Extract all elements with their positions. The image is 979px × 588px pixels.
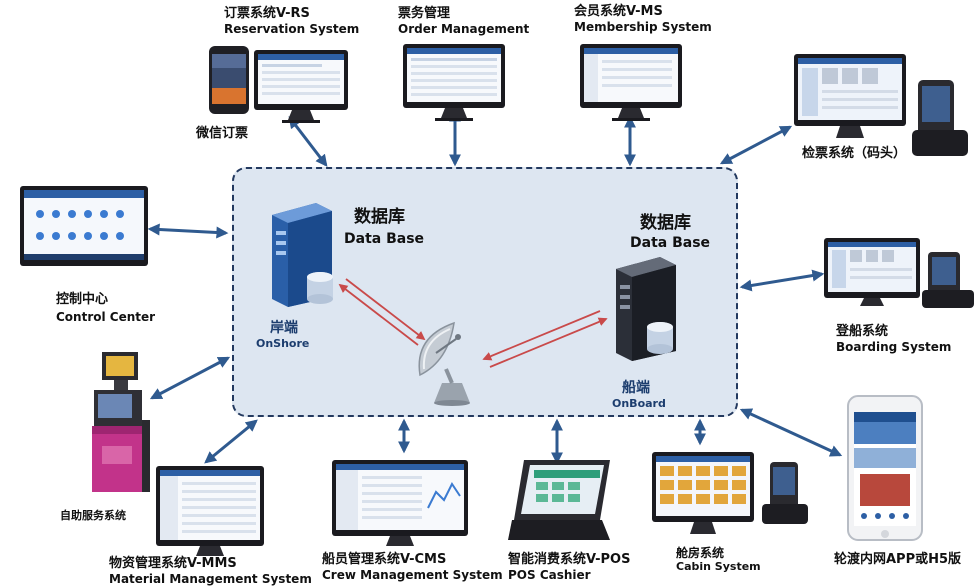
pos-terminal-icon xyxy=(508,460,610,540)
self-service-label: 自助服务系统 xyxy=(60,509,126,522)
order-label-cn: 票务管理 xyxy=(398,6,451,21)
monitor-ticket-check-icon xyxy=(794,54,906,138)
link-reservation xyxy=(288,116,328,167)
mms-label-cn: 物资管理系统V-MMS xyxy=(109,556,237,571)
satellite-dish-icon xyxy=(418,321,470,406)
pos-label-cn: 智能消费系统V-POS xyxy=(508,552,631,567)
app-label: 轮渡内网APP或H5版 xyxy=(834,552,962,567)
kiosk-icon xyxy=(92,352,150,492)
cms-label-en: Crew Management System xyxy=(322,568,503,582)
onshore-label-cn: 岸端 xyxy=(270,320,298,336)
monitor-boarding-icon xyxy=(824,238,920,306)
phone-device-icon xyxy=(209,46,249,114)
mobile-app-icon xyxy=(847,395,923,541)
onshore-db-title-cn: 数据库 xyxy=(354,207,405,227)
pos-label-en: POS Cashier xyxy=(508,568,591,582)
monitor-cms-icon xyxy=(332,460,468,546)
link-mms xyxy=(204,419,258,464)
onshore-label-en: OnShore xyxy=(256,337,310,350)
handheld-cabin-icon xyxy=(762,462,808,524)
control-label-en: Control Center xyxy=(56,310,156,324)
mms-label-en: Material Management System xyxy=(109,572,312,586)
onshore-db-title-en: Data Base xyxy=(344,231,425,247)
monitor-membership-icon xyxy=(580,44,682,121)
database-hub: 数据库 Data Base 岸端 OnShore 数据库 Data Base 船… xyxy=(232,167,738,417)
link-app xyxy=(739,408,843,457)
handheld-terminal-icon xyxy=(912,80,968,156)
order-label-en: Order Management xyxy=(398,22,530,36)
wechat-label: 微信订票 xyxy=(196,126,249,141)
cabin-label-cn: 舱房系统 xyxy=(676,546,725,560)
boarding-label-cn: 登船系统 xyxy=(836,324,889,339)
cabin-label-en: Cabin System xyxy=(676,560,761,573)
signal-link-icon xyxy=(338,278,608,368)
handheld-boarding-icon xyxy=(922,252,974,308)
membership-label-en: Membership System xyxy=(574,20,712,34)
cms-label-cn: 船员管理系统V-CMS xyxy=(322,552,447,567)
link-boarding xyxy=(739,269,825,292)
control-label-cn: 控制中心 xyxy=(56,292,109,307)
onboard-db-title-en: Data Base xyxy=(630,235,711,251)
ticket-check-label: 检票系统（码头） xyxy=(802,146,907,161)
monitor-control-icon xyxy=(20,186,148,266)
onshore-server-icon xyxy=(272,203,333,307)
link-control xyxy=(147,223,229,239)
onboard-server-icon xyxy=(616,257,676,361)
onboard-label-cn: 船端 xyxy=(622,380,650,396)
link-self-service xyxy=(149,356,231,400)
membership-label-cn: 会员系统V-MS xyxy=(574,4,663,19)
boarding-label-en: Boarding System xyxy=(836,340,952,354)
reservation-label-en: Reservation System xyxy=(224,22,360,36)
link-ticket-check xyxy=(719,125,793,165)
monitor-order-icon xyxy=(403,44,505,121)
monitor-cabin-icon xyxy=(652,452,754,534)
onboard-db-title-cn: 数据库 xyxy=(640,213,691,233)
monitor-mms-icon xyxy=(156,466,264,556)
onboard-label-en: OnBoard xyxy=(612,397,666,410)
reservation-label-cn: 订票系统V-RS xyxy=(224,6,310,21)
monitor-reservation-icon xyxy=(254,50,348,123)
